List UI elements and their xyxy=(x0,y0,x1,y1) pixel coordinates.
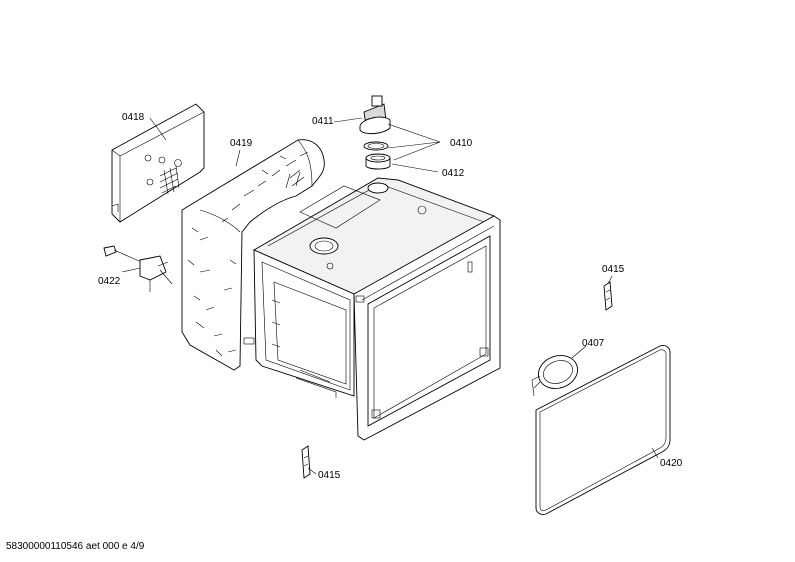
label-0412: 0412 xyxy=(442,168,465,179)
label-0407: 0407 xyxy=(582,338,605,349)
part-labels: 0418 0419 0411 0410 0412 0422 0415 0407 … xyxy=(98,112,683,481)
label-0419: 0419 xyxy=(230,138,253,149)
part-0412-sleeve[interactable] xyxy=(365,153,391,170)
part-0420-door-seal[interactable] xyxy=(535,345,671,515)
label-0415-bottom: 0415 xyxy=(318,470,341,481)
part-0410-ring[interactable] xyxy=(363,141,389,151)
part-0411-fan-motor[interactable] xyxy=(359,95,391,135)
part-0415-clip-top[interactable] xyxy=(603,281,613,311)
part-0422-lamp-holder[interactable] xyxy=(103,245,173,292)
label-0422: 0422 xyxy=(98,276,121,287)
label-0420: 0420 xyxy=(660,458,683,469)
oven-cavity xyxy=(243,177,501,441)
label-0410: 0410 xyxy=(450,138,473,149)
part-0418-back-panel[interactable] xyxy=(111,103,205,223)
part-0415-clip-bottom[interactable] xyxy=(301,445,311,479)
label-0418: 0418 xyxy=(122,112,145,123)
leader-lines xyxy=(121,117,659,475)
part-0407-heating-element[interactable] xyxy=(531,350,582,397)
label-0411: 0411 xyxy=(312,116,334,127)
document-id: 58300000110546 aet 000 e 4/9 xyxy=(6,541,145,552)
part-0419-insulation[interactable] xyxy=(181,139,325,371)
label-0415-top: 0415 xyxy=(602,264,625,275)
